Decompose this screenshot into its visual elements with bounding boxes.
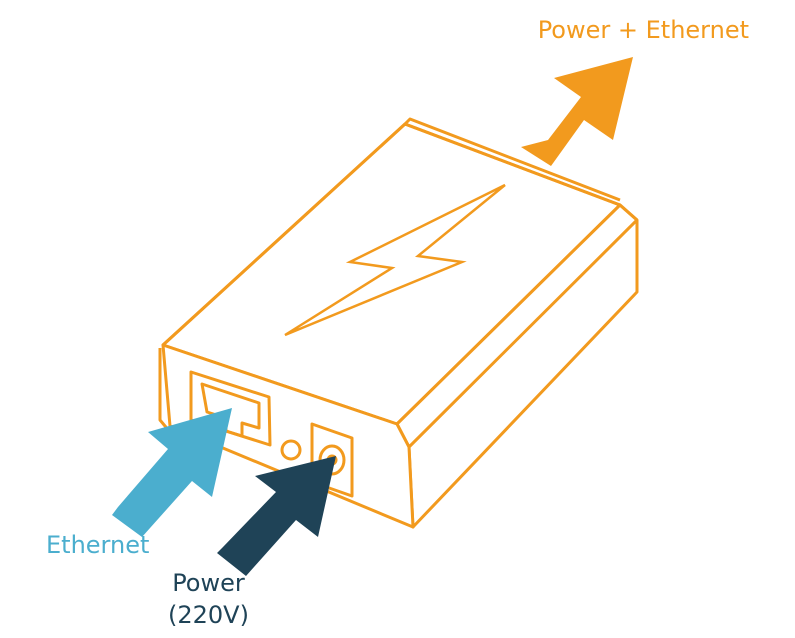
ethernet-label: Ethernet (46, 531, 150, 559)
power-label-text: Power (172, 569, 245, 597)
power-label: Power (220V) (168, 567, 249, 631)
output-label: Power + Ethernet (537, 16, 749, 44)
power-voltage-text: (220V) (168, 601, 249, 629)
power-arrow (217, 456, 336, 576)
ethernet-arrow (112, 408, 232, 537)
device-edge-front (161, 117, 621, 347)
output-arrow (521, 57, 633, 166)
status-led-icon (280, 439, 302, 461)
device-edge-corner (404, 122, 638, 222)
rj45-port-outer (189, 370, 272, 447)
device-edge-right (407, 218, 639, 449)
poe-injector-icon (158, 117, 639, 529)
lightning-bolt-icon (284, 183, 506, 337)
